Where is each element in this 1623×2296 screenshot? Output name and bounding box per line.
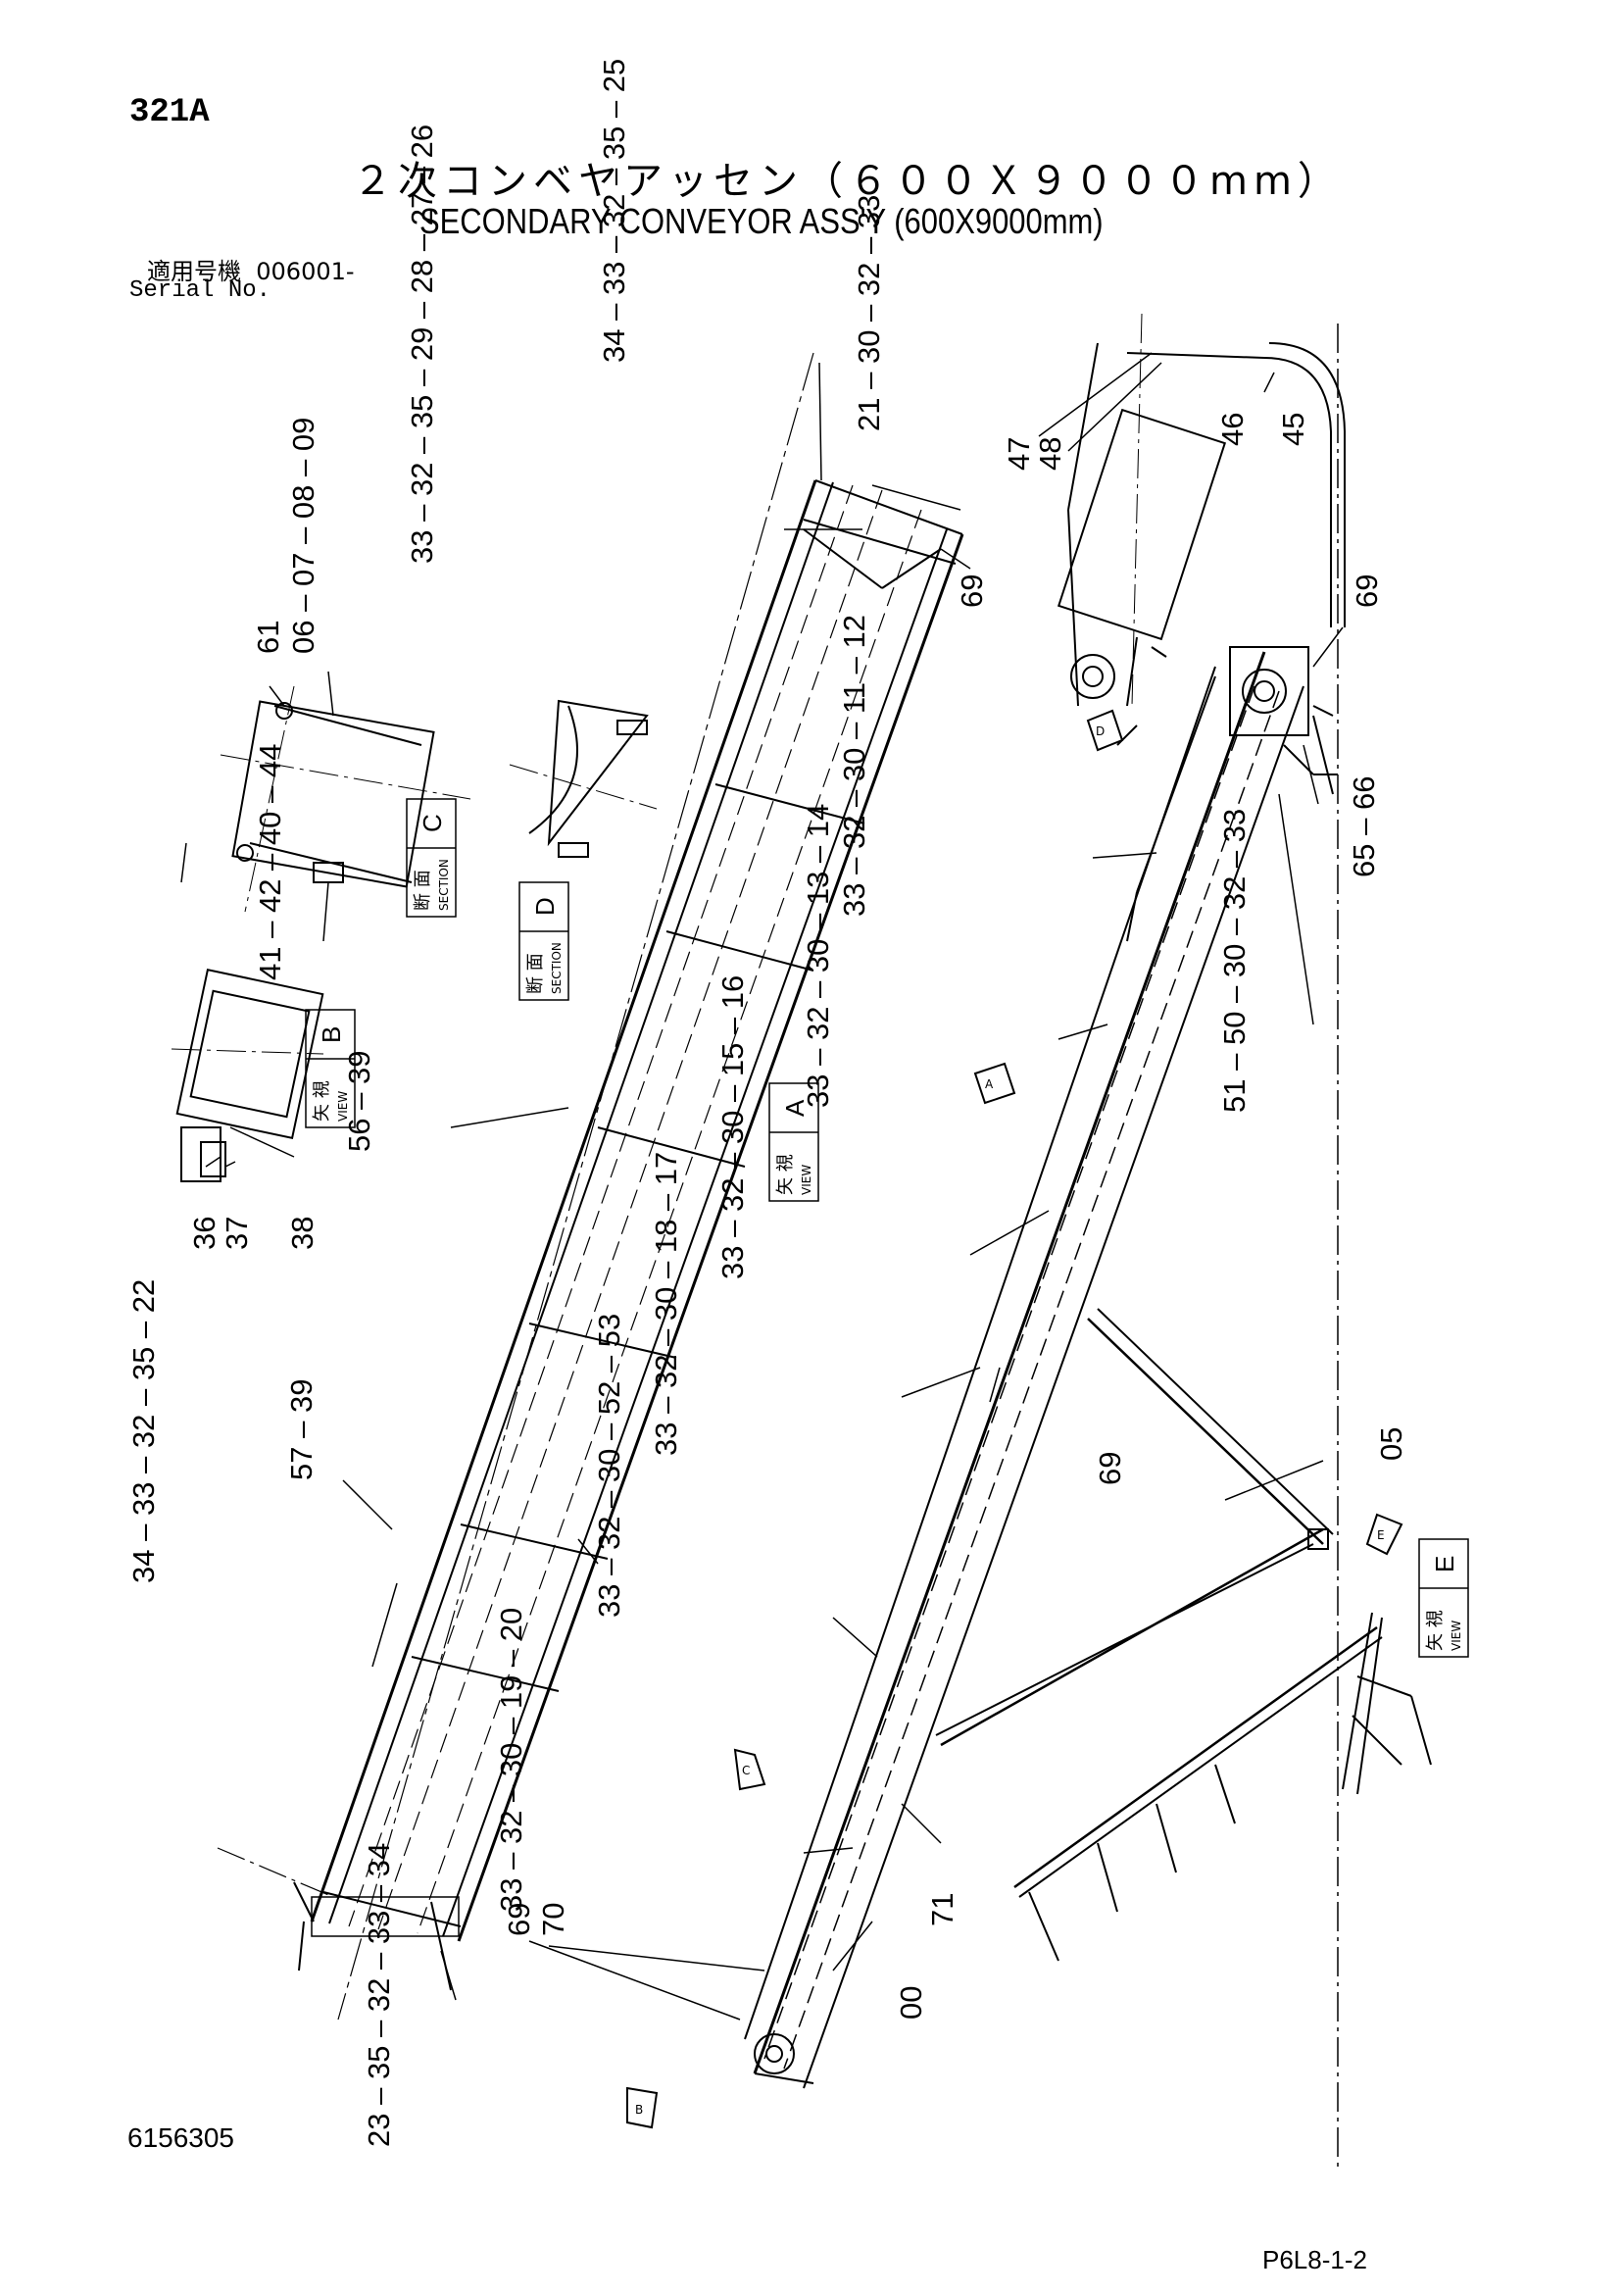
view-box-letter: D bbox=[530, 897, 560, 916]
callout-label: 23 – 35 – 32 – 33 – 34 bbox=[362, 1843, 396, 2147]
callout-label: 33 – 32 – 30 – 13 – 14 bbox=[801, 804, 835, 1108]
title-japanese: ２次コンベヤアッセン（６００Ｘ９０００mm） bbox=[353, 159, 1343, 204]
view-arrow-a bbox=[973, 1062, 1016, 1105]
callout-label: 65 – 66 bbox=[1347, 776, 1381, 877]
view-box-view-b: 矢 視 VIEW B bbox=[305, 1009, 356, 1128]
view-arrow-d bbox=[1086, 709, 1138, 752]
drawing-number: 6156305 bbox=[127, 2122, 235, 2153]
callout-label: 69 bbox=[1093, 1452, 1127, 1485]
view-arrow-e bbox=[1365, 1513, 1403, 1556]
callout-label: 46 bbox=[1215, 413, 1250, 446]
view-box-kanji: 矢 視 bbox=[1425, 1610, 1446, 1651]
view-box-view-a: 矢 視 VIEW A bbox=[768, 1082, 819, 1202]
view-box-section-c: 断 面 SECTION C bbox=[406, 798, 457, 918]
callout-label: 48 bbox=[1033, 437, 1067, 471]
callout-labels: 34 – 33 – 32 – 35 – 25 21 – 30 – 32 – 33… bbox=[126, 59, 1408, 2147]
callout-label: 37 bbox=[220, 1217, 254, 1250]
view-arrow-letter-e: E bbox=[1377, 1528, 1385, 1542]
callout-label: 38 bbox=[285, 1217, 320, 1250]
title-english: SECONDARY CONVEYOR ASS'Y (600X9000mm) bbox=[419, 201, 1104, 241]
callout-label: 70 bbox=[536, 1903, 570, 1936]
callout-label: 47 bbox=[1002, 437, 1036, 471]
view-box-sub: VIEW bbox=[1450, 1621, 1463, 1651]
view-box-kanji: 断 面 bbox=[525, 953, 546, 994]
callout-label: 61 bbox=[251, 621, 285, 654]
view-box-view-e: 矢 視 VIEW E bbox=[1418, 1538, 1469, 1658]
callout-label: 57 – 39 bbox=[284, 1379, 319, 1480]
callout-label: 00 bbox=[894, 1986, 928, 2020]
callout-label: 71 bbox=[925, 1893, 959, 1926]
view-arrow-letter-c: C bbox=[742, 1764, 750, 1777]
view-arrow-letter-b: B bbox=[635, 2103, 643, 2117]
callout-label: 34 – 33 – 32 – 35 – 25 bbox=[597, 59, 631, 363]
view-box-section-d: 断 面 SECTION D bbox=[518, 881, 569, 1001]
page-number: 321A bbox=[129, 94, 210, 131]
callout-label: 21 – 30 – 32 – 33 bbox=[852, 195, 886, 431]
leg-frame bbox=[1013, 1612, 1432, 1962]
callout-label: 33 – 32 – 35 – 29 – 28 – 27 – 26 bbox=[405, 125, 439, 564]
view-arrow-letter-d: D bbox=[1096, 724, 1105, 738]
side-view-conveyor bbox=[744, 646, 1338, 2089]
page-code: P6L8-1-2 bbox=[1262, 2245, 1367, 2274]
callout-label: 51 – 50 – 30 – 32 – 33 bbox=[1217, 809, 1252, 1113]
view-box-sub: SECTION bbox=[437, 859, 451, 911]
callout-label: 56 – 39 bbox=[342, 1051, 376, 1152]
view-box-letter: E bbox=[1430, 1556, 1459, 1572]
view-b-detail bbox=[171, 968, 324, 1182]
callout-label: 06 – 07 – 08 – 09 bbox=[286, 418, 320, 654]
callout-label: 36 bbox=[187, 1217, 221, 1250]
support-strut bbox=[935, 1308, 1334, 1747]
view-arrow-letter-a: A bbox=[985, 1077, 994, 1091]
view-box-letter: A bbox=[780, 1099, 810, 1117]
view-box-sub: VIEW bbox=[336, 1091, 350, 1122]
serial-value: 006001- bbox=[256, 258, 355, 285]
callout-label: 69 bbox=[1350, 574, 1384, 608]
view-box-sub: VIEW bbox=[800, 1165, 813, 1195]
callout-label: 33 – 32 – 30 – 52 – 53 bbox=[592, 1314, 626, 1618]
view-box-letter: C bbox=[418, 814, 447, 832]
callout-label: 34 – 33 – 32 – 35 – 22 bbox=[126, 1279, 161, 1583]
serial-label-english: Serial No. bbox=[129, 277, 271, 304]
leader-lines bbox=[180, 352, 1344, 2021]
serial-label-japanese: 適用号機 006001- bbox=[147, 252, 355, 286]
callout-label: 33 – 32 – 30 – 11 – 12 bbox=[837, 615, 871, 917]
view-box-kanji: 矢 視 bbox=[312, 1080, 332, 1122]
view-box-kanji: 矢 視 bbox=[775, 1154, 796, 1195]
view-box-kanji: 断 面 bbox=[413, 870, 433, 911]
serial-label-jp-text: 適用号機 bbox=[147, 258, 241, 285]
callout-label: 45 bbox=[1276, 413, 1310, 446]
view-arrow-b bbox=[626, 2086, 659, 2129]
callout-label: 33 – 32 – 30 – 18 – 17 bbox=[649, 1152, 683, 1456]
callout-label: 05 bbox=[1374, 1427, 1408, 1461]
callout-label: 69 bbox=[502, 1903, 536, 1936]
view-box-letter: B bbox=[317, 1026, 346, 1043]
callout-label: 33 – 32 – 30 – 19 – 20 bbox=[494, 1608, 528, 1912]
section-c-detail bbox=[220, 685, 471, 913]
view-box-sub: SECTION bbox=[550, 942, 564, 994]
callout-label: 69 bbox=[955, 574, 989, 608]
top-chute-detail bbox=[1057, 313, 1346, 707]
view-arrow-c bbox=[733, 1748, 766, 1791]
section-d-detail bbox=[509, 699, 658, 858]
main-conveyor-centerline bbox=[337, 352, 814, 2021]
callout-label: 41 – 42 – 40 – 44 bbox=[253, 744, 287, 980]
callout-label: 33 – 32 – 30 – 15 – 16 bbox=[715, 975, 750, 1279]
